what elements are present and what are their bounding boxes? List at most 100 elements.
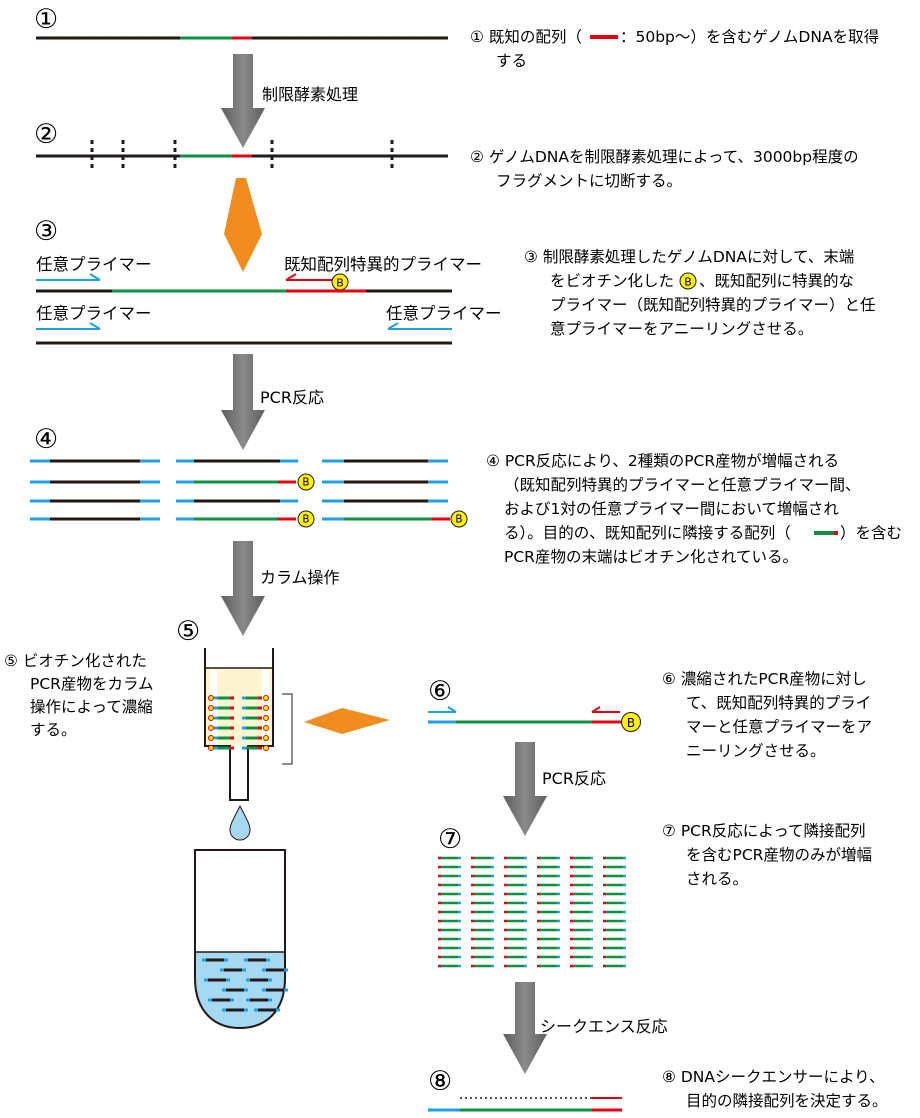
svg-text:および1対の任意プライマー間において増幅され: および1対の任意プライマー間において増幅され [504,499,839,518]
biotin-badge-step3: B [331,273,349,291]
description-step7: ⑦ PCR反応によって隣接配列 を含むPCR産物のみが増幅 される。 [662,822,872,888]
svg-text:⑦ PCR反応によって隣接配列: ⑦ PCR反応によって隣接配列 [662,822,866,840]
biotin-badge: B [297,510,315,528]
bead [263,745,269,751]
random-primer-label-1: 任意プライマー [36,255,152,274]
svg-text:、既知配列に特異的な: 、既知配列に特異的な [699,272,854,290]
step-number-1: ① [34,4,58,35]
step-number-7: ⑦ [438,824,462,855]
random-primer-arrow-2 [36,322,101,330]
arrow-restriction [221,54,265,148]
arrow-label-pcr-2: PCR反応 [542,769,606,788]
specific-primer-arrow-6 [591,706,620,713]
description-step1: ① 既知の配列（ ：50bp～）を含むゲノムDNAを取得 する [470,28,879,70]
column-bound-products [208,695,269,751]
step-number-4: ④ [34,424,58,455]
svg-text:：50bp～）を含むゲノムDNAを取得: ：50bp～）を含むゲノムDNAを取得 [620,28,879,46]
biotin-badge: B [297,473,315,491]
biotin-badge: B [450,510,468,528]
random-primer-label-2: 任意プライマー [36,304,152,323]
svg-text:⑧ DNAシークエンサーにより、: ⑧ DNAシークエンサーにより、 [662,1068,885,1086]
svg-text:（既知配列特異的プライマーと任意プライマー間、: （既知配列特異的プライマーと任意プライマー間、 [504,475,861,494]
svg-text:マーと任意プライマーをア: マーと任意プライマーをア [686,717,872,736]
svg-text:フラグメントに切断する。: フラグメントに切断する。 [496,172,682,190]
amplified-products [438,856,626,968]
step-number-5: ⑤ [176,616,200,647]
bead [208,725,214,731]
svg-text:B: B [302,477,309,489]
svg-text:する。: する。 [30,721,77,739]
bead [208,715,214,721]
step-number-2: ② [34,119,58,150]
svg-text:⑥ 濃縮されたPCR産物に対し: ⑥ 濃縮されたPCR産物に対し [662,670,867,688]
svg-text:）を含む: ）を含む [840,524,902,542]
bead [208,705,214,711]
restriction-sites [90,140,394,172]
description-step4: ④ PCR反応により、2種類のPCR産物が増幅される （既知配列特異的プライマー… [486,452,902,566]
pcr-products-step4: B B B [30,459,468,528]
orange-arrow-right [304,708,390,734]
orange-arrow-down [224,178,262,272]
bead [208,735,214,741]
biotin-legend: B [679,272,697,290]
svg-text:プライマー（既知配列特異的プライマー）と任: プライマー（既知配列特異的プライマー）と任 [550,296,876,314]
arrow-sequence [503,982,547,1074]
svg-text:る）。目的の、既知配列に隣接する配列（: る）。目的の、既知配列に隣接する配列（ [504,524,791,542]
bead [208,695,214,701]
description-step8: ⑧ DNAシークエンサーにより、 目的の隣接配列を決定する。 [662,1068,888,1110]
bead [263,735,269,741]
bead [208,745,214,751]
svg-text:⑤ ビオチン化された: ⑤ ビオチン化された [4,652,147,670]
description-step6: ⑥ 濃縮されたPCR産物に対し て、既知配列特異的プライ マーと任意プライマーを… [662,670,872,760]
arrow-label-restriction: 制限酵素処理 [262,85,358,104]
svg-text:B: B [627,716,635,730]
svg-text:② ゲノムDNAを制限酵素処理によって、3000bp程度の: ② ゲノムDNAを制限酵素処理によって、3000bp程度の [470,148,859,166]
bead [263,705,269,711]
arrow-label-sequence: シークエンス反応 [540,1017,668,1036]
random-primer-arrow-6 [428,706,457,713]
svg-text:PCR産物の末端はビオチン化されている。: PCR産物の末端はビオチン化されている。 [504,548,798,566]
bracket [282,693,293,765]
random-primer-label-3: 任意プライマー [386,304,502,323]
description-step2: ② ゲノムDNAを制限酵素処理によって、3000bp程度の フラグメントに切断す… [470,148,859,190]
svg-text:ニーリングさせる。: ニーリングさせる。 [686,742,826,760]
bead [263,715,269,721]
svg-text:される。: される。 [686,870,748,888]
biotin-badge-step6: B [621,712,641,732]
step-number-3: ③ [34,216,58,247]
arrow-label-column: カラム操作 [260,568,340,587]
svg-text:B: B [684,276,692,289]
svg-text:B: B [455,514,462,526]
arrow-column [221,541,265,636]
bead [263,695,269,701]
svg-text:PCR産物をカラム: PCR産物をカラム [30,675,153,693]
svg-text:④ PCR反応により、2種類のPCR産物が増幅される: ④ PCR反応により、2種類のPCR産物が増幅される [486,452,839,470]
bead [263,725,269,731]
step-number-8: ⑧ [428,1066,452,1097]
arrow-pcr-1 [221,354,265,450]
specific-primer-arrow [285,273,334,281]
svg-text:③ 制限酵素処理したゲノムDNAに対して、末端: ③ 制限酵素処理したゲノムDNAに対して、末端 [524,248,854,266]
step-number-6: ⑥ [428,676,452,707]
svg-text:B: B [302,514,309,526]
svg-text:目的の隣接配列を決定する。: 目的の隣接配列を決定する。 [686,1092,888,1110]
random-primer-arrow-1 [36,273,101,281]
svg-text:B: B [336,277,344,290]
svg-text:操作によって濃縮: 操作によって濃縮 [30,698,153,716]
svg-text:① 既知の配列（: ① 既知の配列（ [470,28,582,46]
drop [229,804,251,841]
tube-products [202,958,288,1012]
svg-text:をビオチン化した: をビオチン化した [550,272,674,290]
description-step3: ③ 制限酵素処理したゲノムDNAに対して、末端 をビオチン化した B 、既知配列… [524,248,876,338]
arrow-label-pcr-1: PCR反応 [260,388,324,407]
svg-text:を含むPCR産物のみが増幅: を含むPCR産物のみが増幅 [686,846,872,864]
svg-text:て、既知配列特異的プライ: て、既知配列特異的プライ [686,694,871,712]
specific-primer-label: 既知配列特異的プライマー [284,255,482,274]
svg-text:意プライマーをアニーリングさせる。: 意プライマーをアニーリングさせる。 [550,319,813,338]
arrow-pcr-2 [503,742,547,836]
random-primer-arrow-3 [387,322,452,330]
description-step5: ⑤ ビオチン化された PCR産物をカラム 操作によって濃縮 する。 [4,652,153,739]
svg-text:する: する [496,52,527,70]
column-device [204,648,274,801]
